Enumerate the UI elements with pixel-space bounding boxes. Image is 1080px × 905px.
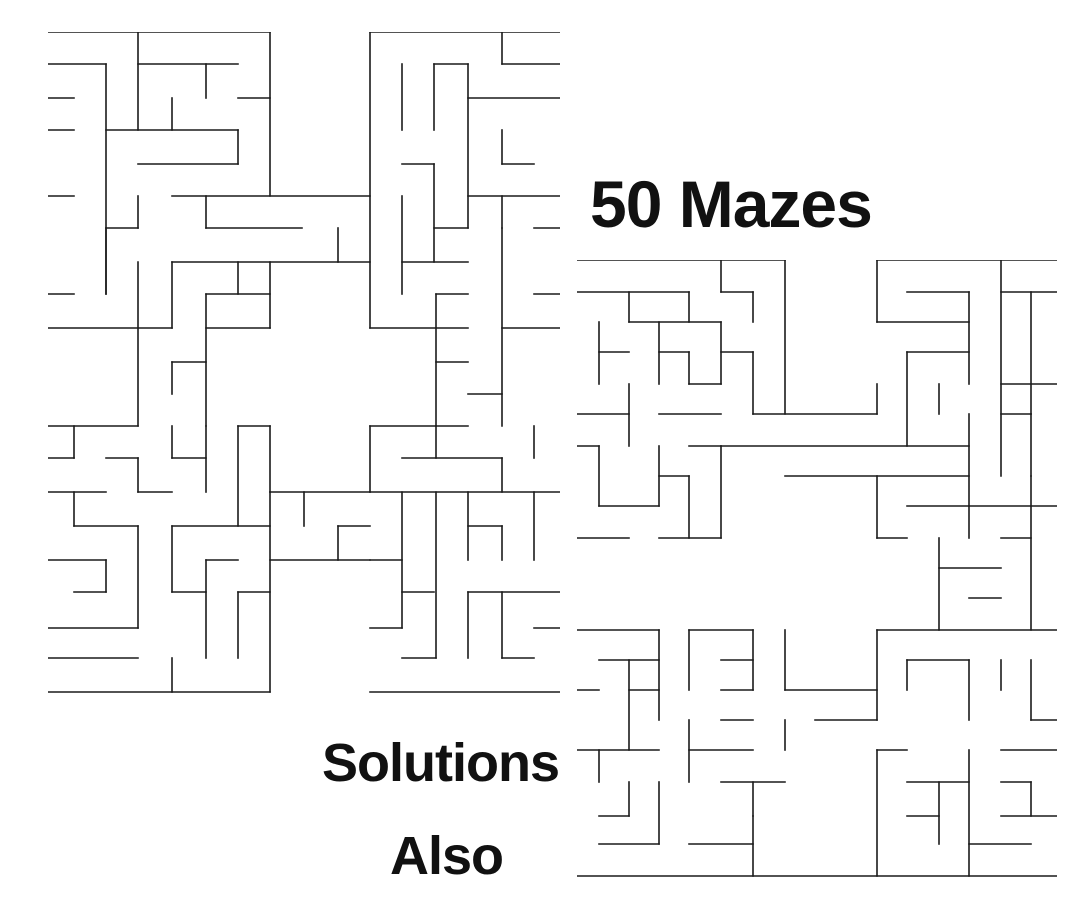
maze-puzzle-right	[577, 260, 1057, 878]
headline: 50 Mazes	[590, 167, 873, 241]
maze-left-drawing	[48, 32, 560, 693]
maze-puzzle-left	[48, 32, 560, 694]
maze-right-drawing	[577, 260, 1057, 877]
tagline-also: Also	[390, 826, 504, 886]
tagline-solutions: Solutions	[322, 733, 560, 793]
